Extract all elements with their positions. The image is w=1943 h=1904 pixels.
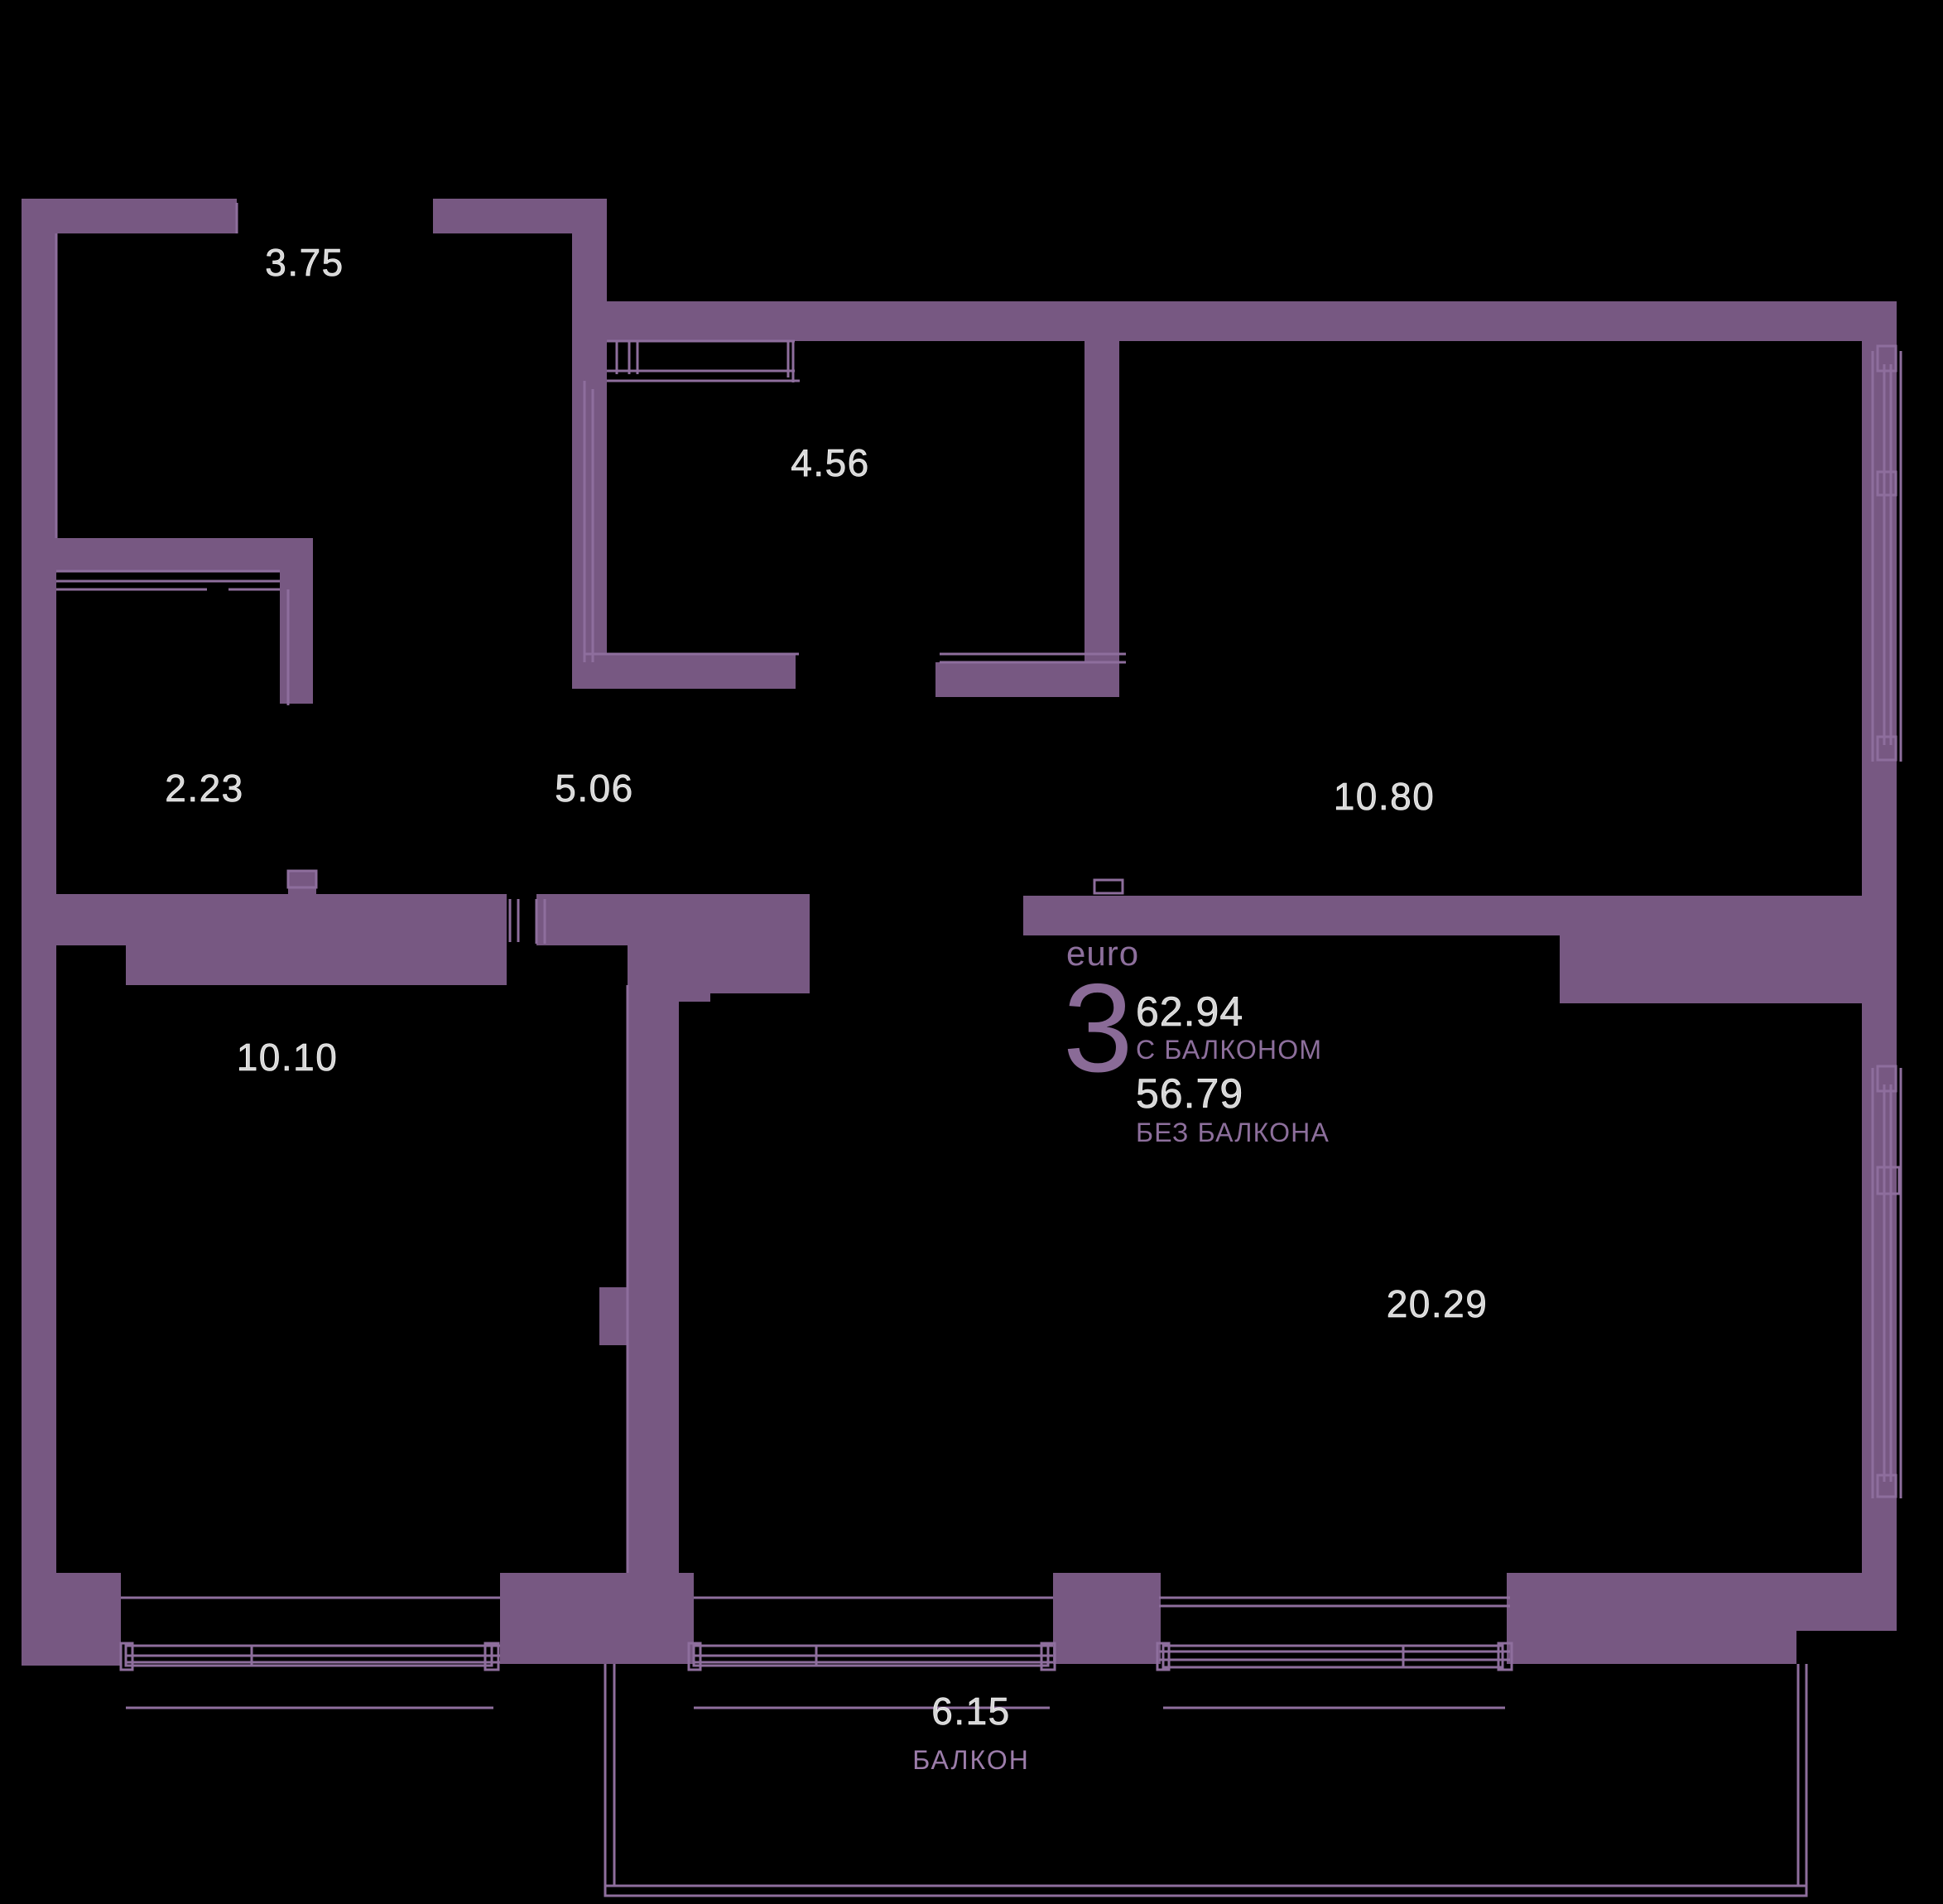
wall-corridor-stub-left xyxy=(288,871,316,897)
line-window-right-lower-box-top xyxy=(1876,1065,1897,1093)
wall-bedroom-left-right-v xyxy=(628,944,679,1623)
wall-group xyxy=(22,199,1897,1666)
line-window-right-lower-box-mid xyxy=(1876,1166,1901,1195)
detail-lines xyxy=(55,203,1902,1897)
wall-exterior-bottom-d xyxy=(1053,1573,1161,1664)
wall-bath-bottom-left xyxy=(572,654,796,689)
line-window-bc-jamb-l xyxy=(687,1642,702,1671)
wall-closet-right xyxy=(280,538,313,704)
wall-closet-top xyxy=(56,538,313,571)
line-window-br-jamb-r xyxy=(1497,1642,1513,1671)
wall-hall-right-vert xyxy=(572,199,607,301)
line-window-br-sash-a xyxy=(1161,1644,1405,1669)
wall-exterior-bottom-f xyxy=(1739,1573,1897,1631)
line-window-bc-sash-b xyxy=(815,1644,1050,1667)
wall-exterior-top-left xyxy=(22,199,237,233)
line-window-br-jamb-l xyxy=(1156,1642,1171,1671)
line-window-right-upper-box-bot xyxy=(1876,735,1897,762)
line-window-right-lower-box-bot xyxy=(1876,1474,1897,1498)
line-window-br-sash-b xyxy=(1402,1644,1504,1669)
wall-corridor-left-h2 xyxy=(126,894,507,985)
line-window-bl-jamb-l xyxy=(119,1642,134,1671)
line-window-bl-sash-b xyxy=(250,1644,493,1667)
wall-niche-bottom xyxy=(676,969,810,993)
line-tick-corridor xyxy=(286,869,318,889)
wall-exterior-left xyxy=(22,199,56,1624)
line-balcony-outline xyxy=(604,1664,1808,1897)
wall-bath-right xyxy=(1085,301,1119,697)
line-tick-living xyxy=(1093,878,1124,895)
wall-bath-left xyxy=(572,301,607,682)
line-window-bl-jamb-r xyxy=(483,1642,500,1671)
wall-living-top-step xyxy=(1560,896,1897,1003)
wall-niche xyxy=(676,930,810,969)
wall-exterior-bottom-band-left xyxy=(22,1573,121,1666)
wall-exterior-top-right xyxy=(572,301,1897,341)
wall-exterior-bottom-c xyxy=(628,1573,694,1664)
wall-exterior-bottom-b xyxy=(500,1573,628,1664)
line-balcony-outline-inner xyxy=(613,1664,1800,1887)
line-window-bc-jamb-r xyxy=(1040,1642,1056,1671)
line-window-right-upper-box-mid xyxy=(1876,470,1897,497)
line-window-right-upper-box-top xyxy=(1876,344,1897,373)
